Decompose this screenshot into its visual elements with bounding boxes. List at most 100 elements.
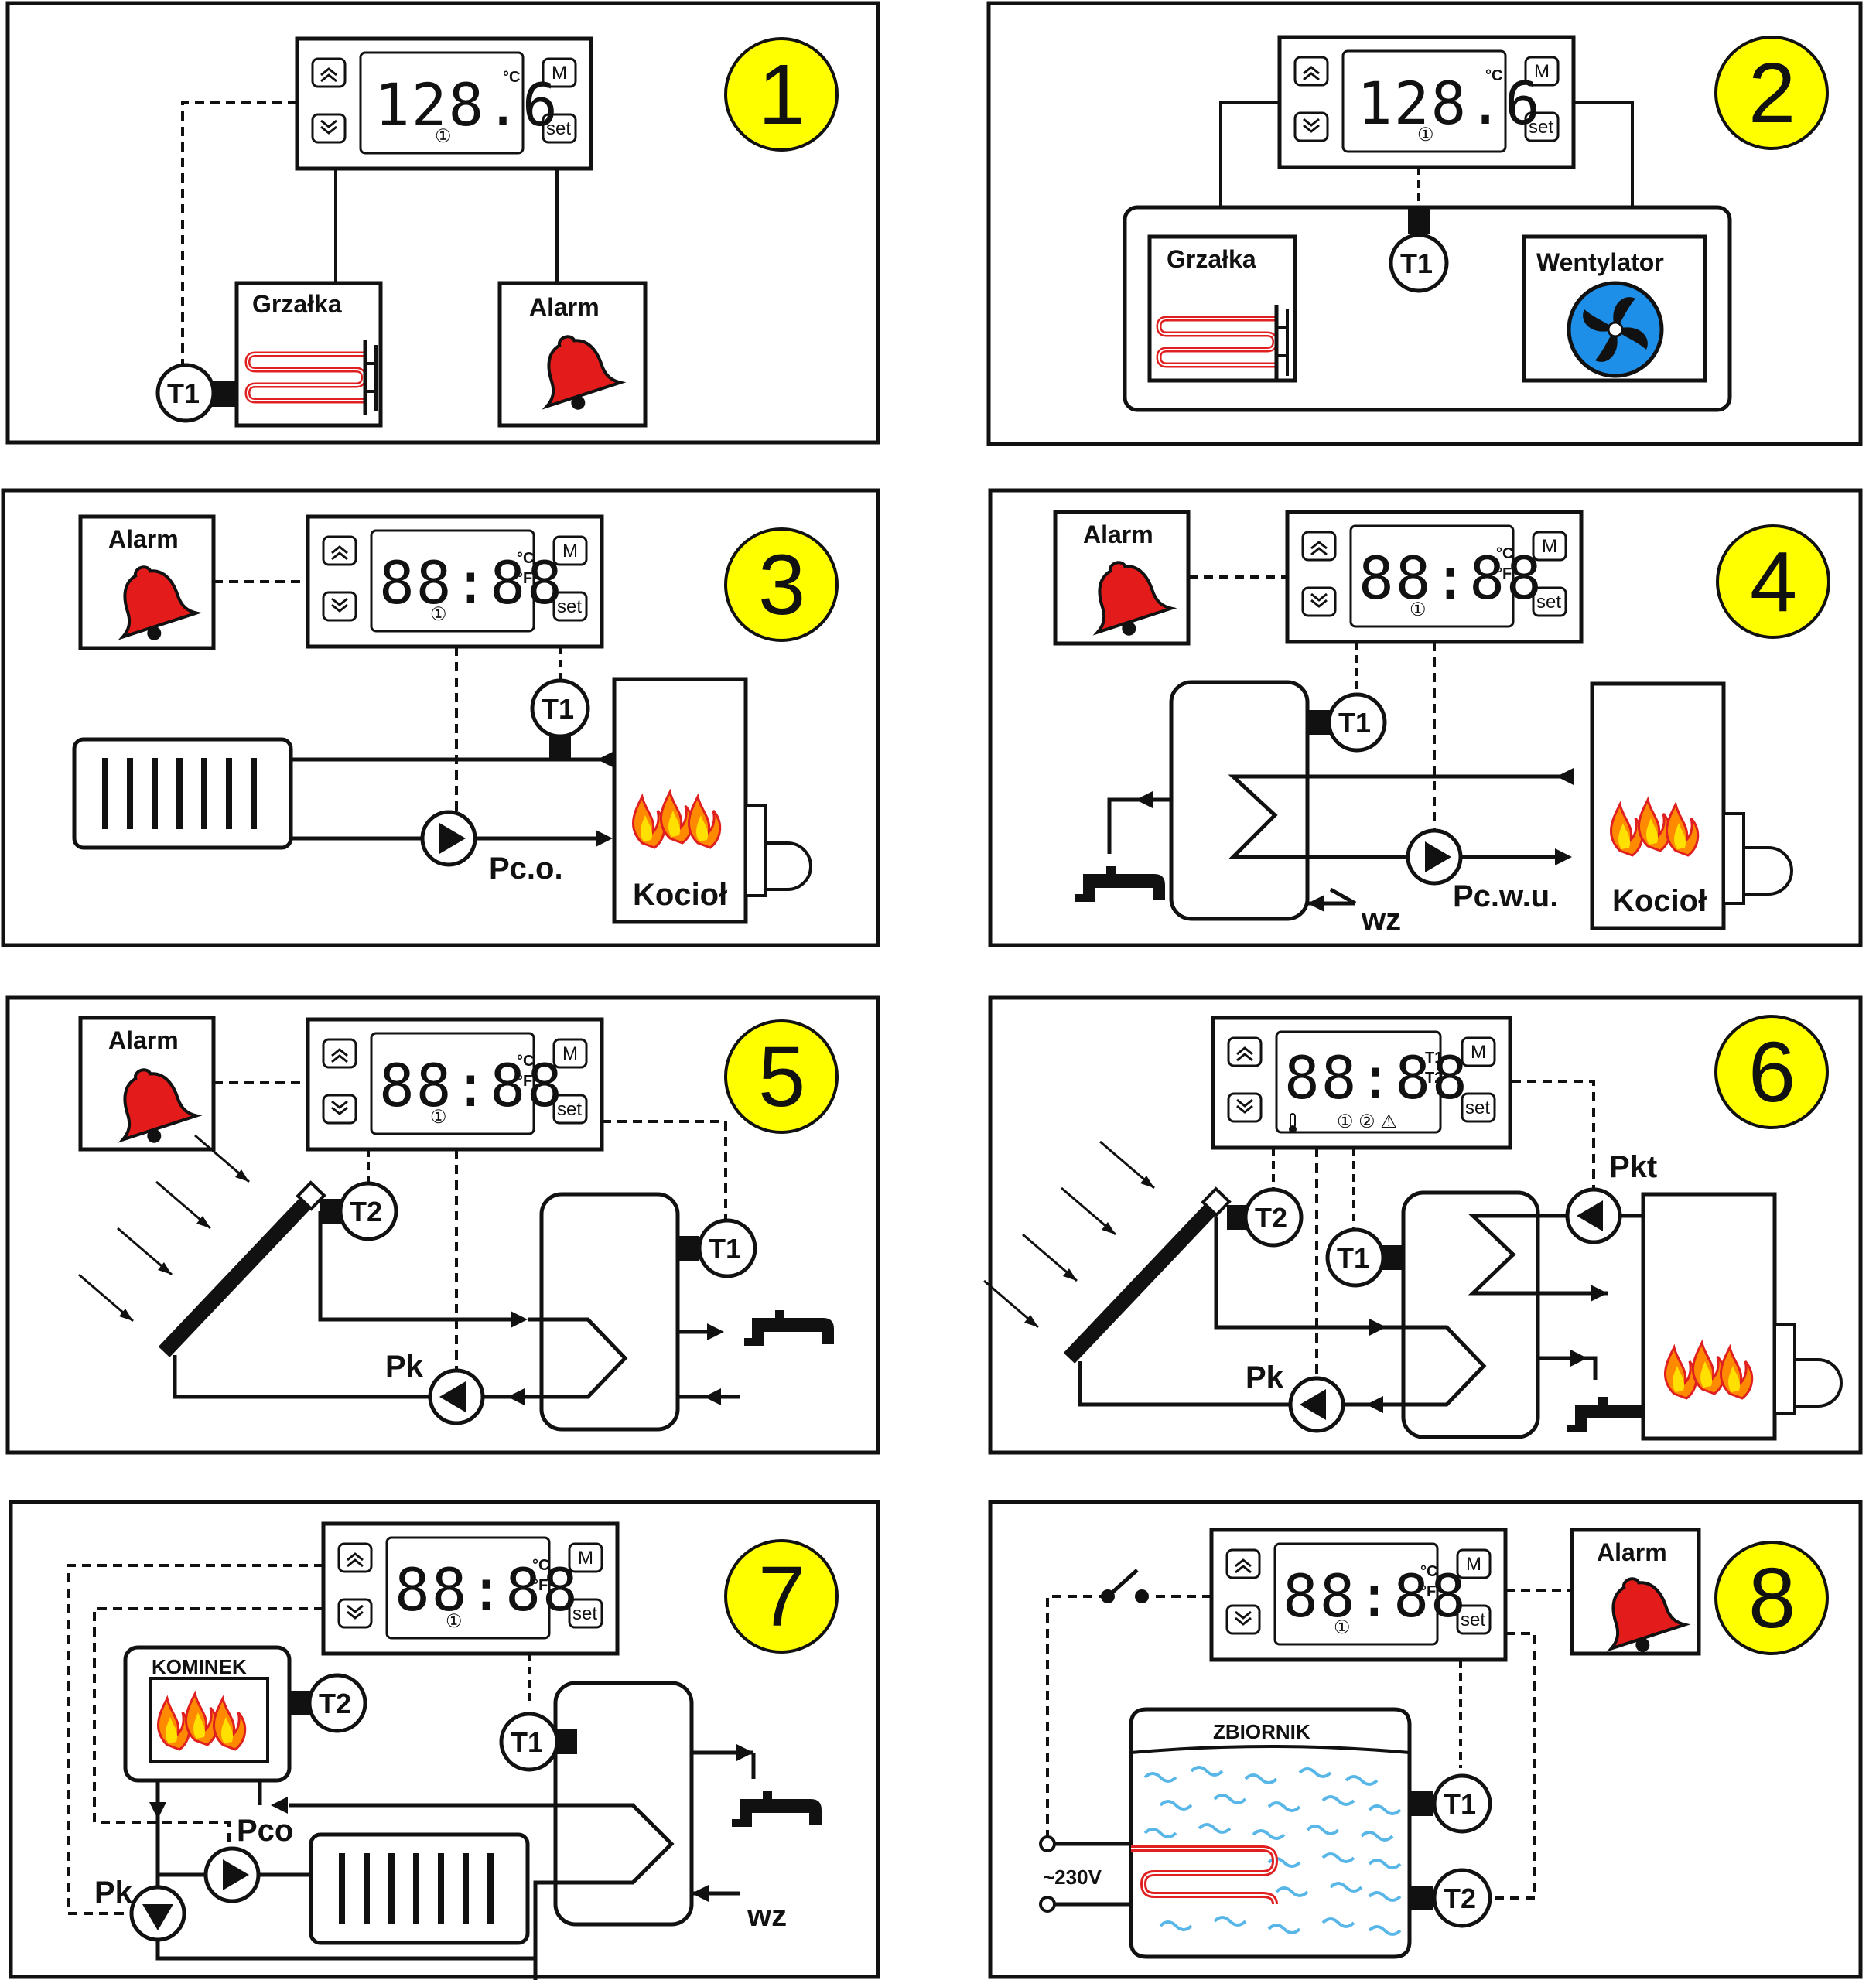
mode-button[interactable]: M — [1534, 61, 1550, 82]
tank: ZBIORNIK — [1129, 1707, 1412, 1959]
set-button[interactable]: set — [1529, 117, 1553, 138]
faucet-icon — [744, 1310, 834, 1346]
collector-pump-label: Pk — [1246, 1360, 1284, 1395]
alarm-box: Alarm — [1570, 1528, 1701, 1656]
output-mark: ① — [430, 604, 447, 625]
set-button[interactable]: set — [557, 596, 582, 617]
pump-cwu-label: Pc.w.u. — [1453, 879, 1558, 913]
svg-text:T1: T1 — [1400, 248, 1433, 279]
heater-box: Grzałka — [1147, 234, 1297, 383]
unit-fahrenheit: °F — [1496, 565, 1512, 582]
panel-5: Alarm 88:88 °C °F ① M set 5 T2 Pk — [5, 995, 880, 1455]
unit-celsius: °C — [1420, 1563, 1437, 1580]
svg-text:8: 8 — [1748, 1551, 1796, 1646]
sensor-t2: T2 — [309, 1675, 365, 1731]
boiler — [1641, 1192, 1843, 1441]
heater-box: Grzałka — [234, 281, 383, 428]
controller-4: 88:88 °C °F ① M set — [1287, 512, 1581, 642]
svg-text:6: 6 — [1748, 1025, 1796, 1120]
alarm-box: Alarm — [497, 281, 648, 428]
mode-button[interactable]: M — [562, 1043, 578, 1064]
mode-button[interactable]: M — [562, 541, 578, 562]
fan-label: Wentylator — [1536, 248, 1664, 276]
radiator — [74, 739, 291, 848]
badge-1: 1 — [724, 37, 839, 152]
panel-6: 88:88 T1 T2 ① ② ⚠ M set 6 T2 Pk — [984, 995, 1863, 1455]
solar-collector — [79, 1135, 324, 1352]
svg-text:5: 5 — [758, 1029, 805, 1125]
faucet-icon — [732, 1791, 822, 1827]
controller-2: 128.6 °C ① M set — [1280, 37, 1574, 167]
sensor-t2: T2 — [340, 1183, 396, 1239]
fireplace: KOMINEK — [123, 1645, 292, 1783]
channel-t2: T2 — [1425, 1070, 1443, 1087]
heater-label: Grzałka — [1167, 245, 1256, 273]
cold-water-label: wz — [747, 1899, 787, 1933]
mode-button[interactable]: M — [1542, 536, 1557, 557]
panel-2: 128.6 °C ① M set 2 T1 Grzałka Wentylator — [986, 1, 1863, 446]
pump-boiler — [1567, 1190, 1620, 1242]
svg-text:T1: T1 — [167, 377, 200, 409]
alarm-label: Alarm — [108, 1026, 179, 1054]
fan-box: Wentylator — [1522, 234, 1707, 383]
mode-button[interactable]: M — [552, 63, 567, 84]
panel-7: 88:88 °C °F ① M set 7 KOMINEK T2 — [9, 1500, 880, 1980]
co-pump-label: Pco — [237, 1814, 293, 1848]
pump-co — [206, 1849, 258, 1901]
cold-water-label: wz — [1361, 903, 1401, 937]
mode-button[interactable]: M — [1466, 1554, 1481, 1575]
set-button[interactable]: set — [1465, 1098, 1490, 1118]
unit-celsius: °C — [1496, 545, 1513, 562]
output-mark: ① — [446, 1611, 463, 1632]
set-button[interactable]: set — [1461, 1610, 1485, 1630]
badge-3: 3 — [724, 527, 839, 642]
panel-8: 88:88 °C °F ① M set Alarm 8 ~230V — [988, 1500, 1863, 1979]
heater-label: Grzałka — [252, 290, 342, 318]
display-reading: 128.6 — [374, 70, 559, 139]
set-button[interactable]: set — [557, 1099, 582, 1120]
pump-collector — [430, 1371, 483, 1423]
fireplace-label: KOMINEK — [152, 1655, 247, 1678]
pump-cwu — [1408, 831, 1461, 883]
set-button[interactable]: set — [572, 1603, 597, 1624]
pump-co — [422, 812, 475, 865]
unit-fahrenheit: °F — [517, 570, 532, 587]
display-reading: 88:88 — [1358, 544, 1543, 613]
unit-fahrenheit: °F — [517, 1073, 532, 1090]
alarm-box: Alarm — [78, 1016, 216, 1152]
svg-text:T1: T1 — [542, 693, 574, 725]
display-reading: 88:88 — [1284, 1043, 1469, 1112]
boiler: Kocioł — [1590, 681, 1793, 930]
fan-icon — [1567, 281, 1664, 378]
badge-8: 8 — [1714, 1541, 1829, 1655]
boiler-label: Kocioł — [633, 878, 727, 912]
set-button[interactable]: set — [1536, 592, 1561, 613]
unit-celsius: °C — [1485, 67, 1502, 84]
collector-pump-label: Pk — [385, 1350, 424, 1384]
sensor-t1: T1 — [158, 365, 214, 421]
alarm-box: Alarm — [78, 514, 216, 650]
mode-button[interactable]: M — [578, 1548, 593, 1569]
alarm-label: Alarm — [108, 525, 179, 553]
unit-fahrenheit: °F — [532, 1577, 548, 1594]
sensor-t1: T1 — [501, 1714, 557, 1770]
mains-label: ~230V — [1043, 1866, 1102, 1889]
water-waves — [1143, 1766, 1402, 1936]
output-mark: ① — [430, 1107, 447, 1128]
set-button[interactable]: set — [546, 118, 571, 139]
mode-button[interactable]: M — [1471, 1042, 1486, 1063]
unit-fahrenheit: °F — [1420, 1583, 1436, 1600]
controller-7: 88:88 °C °F ① M set — [323, 1524, 617, 1654]
sensor-t1: T1 — [1328, 1230, 1383, 1285]
badge-2: 2 — [1714, 36, 1829, 150]
badge-5: 5 — [724, 1019, 839, 1134]
panel-3: Alarm 88:88 °C °F ① M set 3 Pc.o. T — [1, 488, 880, 947]
sensor-t1: T1 — [532, 681, 588, 736]
svg-text:7: 7 — [758, 1549, 805, 1644]
sensor-t1: T1 — [699, 1220, 755, 1276]
alarm-box: Alarm — [1053, 510, 1191, 646]
svg-text:1: 1 — [758, 47, 805, 142]
display-reading: 88:88 — [379, 548, 564, 617]
tank-label: ZBIORNIK — [1213, 1720, 1310, 1743]
svg-text:T1: T1 — [1337, 1242, 1369, 1274]
